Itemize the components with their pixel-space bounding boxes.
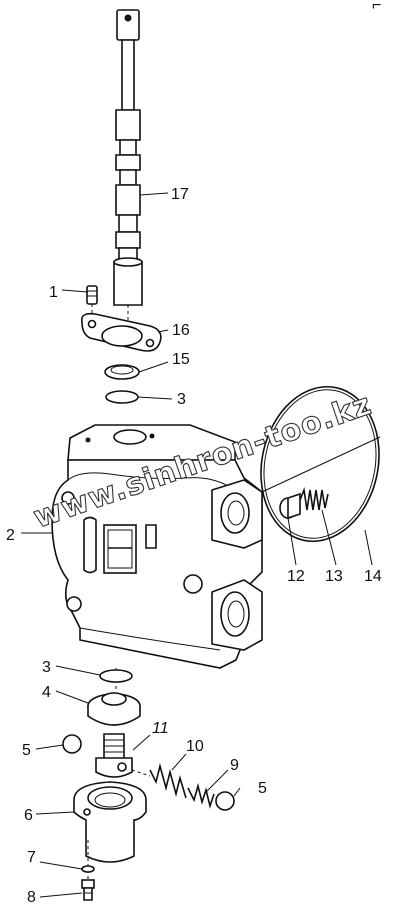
label-5-right: 5 [258,780,267,797]
spool-part-17 [113,9,143,330]
label-10: 10 [186,738,204,755]
label-2: 2 [6,527,15,544]
label-5-left: 5 [22,742,31,759]
ball-part-5-right [215,791,235,811]
corner-mark: ⌐ [372,0,381,14]
seal-part-15 [104,364,140,380]
label-6: 6 [24,807,33,824]
label-17: 17 [171,186,189,203]
valve-body-part-2 [51,424,263,669]
label-3-bottom: 3 [42,659,51,676]
poppet-part-12 [279,492,301,520]
washer-part-7 [81,865,95,873]
spring-part-10 [149,762,187,799]
label-4: 4 [42,684,51,701]
ball-part-5-left [62,734,82,754]
label-13: 13 [325,568,343,585]
plug-part-11 [95,733,133,778]
cap-part-6 [73,781,147,863]
spring-part-13 [299,486,329,511]
seat-part-4 [87,692,141,726]
label-12: 12 [287,568,305,585]
o-ring-part-3-bottom [99,669,133,683]
label-14: 14 [364,568,382,585]
screw-part-1 [86,285,98,320]
label-11: 11 [152,720,169,737]
label-8: 8 [27,889,36,906]
o-ring-part-3-top [105,390,139,404]
spring-part-9 [187,782,215,809]
label-3-top: 3 [177,391,186,408]
label-9: 9 [230,757,239,774]
screw-part-8 [81,879,95,901]
label-16: 16 [172,322,190,339]
label-15: 15 [172,351,190,368]
flange-plate-part-16 [80,312,162,352]
label-7: 7 [27,849,36,866]
leader-lines [21,192,373,898]
label-1: 1 [49,284,58,301]
